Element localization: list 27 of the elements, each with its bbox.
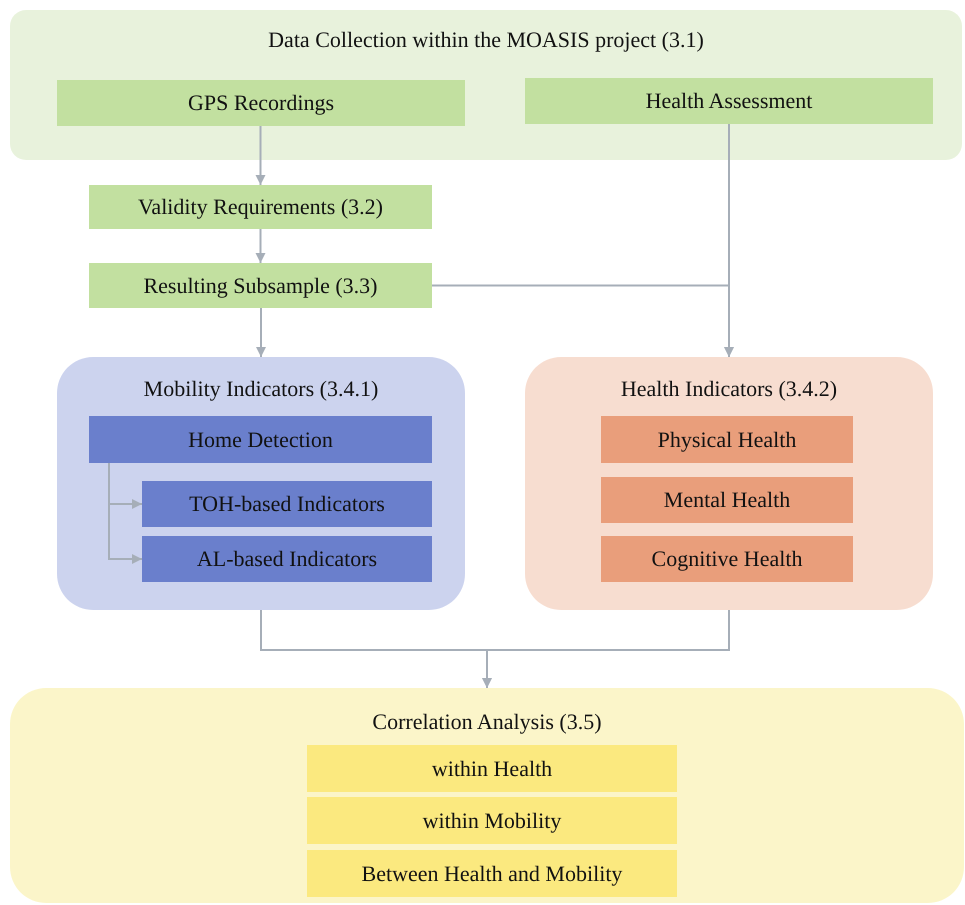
process-box: Cognitive Health — [601, 536, 853, 582]
group-panel — [10, 10, 962, 160]
process-box: within Health — [307, 745, 677, 792]
process-box: Validity Requirements (3.2) — [89, 185, 432, 229]
process-box: Health Assessment — [525, 78, 933, 124]
panel-heading: Mobility Indicators (3.4.1) — [142, 375, 380, 402]
process-box: GPS Recordings — [57, 80, 465, 126]
arrow — [256, 308, 266, 357]
group-panel — [57, 357, 465, 610]
process-box: Between Health and Mobility — [307, 850, 677, 897]
process-box: within Mobility — [307, 797, 677, 844]
arrow — [432, 284, 734, 357]
arrow — [256, 229, 266, 263]
group-panel — [10, 688, 964, 903]
panel-heading: Data Collection within the MOASIS project (3.1) — [267, 26, 705, 54]
panel-heading: Health Indicators (3.4.2) — [620, 375, 838, 402]
process-box: TOH-based Indicators — [142, 481, 432, 527]
panel-heading: Correlation Analysis (3.5) — [371, 708, 603, 736]
process-box: Mental Health — [601, 477, 853, 523]
group-panel — [525, 357, 933, 610]
arrow — [256, 126, 266, 185]
process-box: AL-based Indicators — [142, 536, 432, 582]
process-box: Physical Health — [601, 416, 853, 463]
arrow — [108, 463, 142, 564]
process-box: Home Detection — [89, 416, 432, 463]
process-box: Resulting Subsample (3.3) — [89, 263, 432, 308]
arrow — [482, 610, 730, 688]
